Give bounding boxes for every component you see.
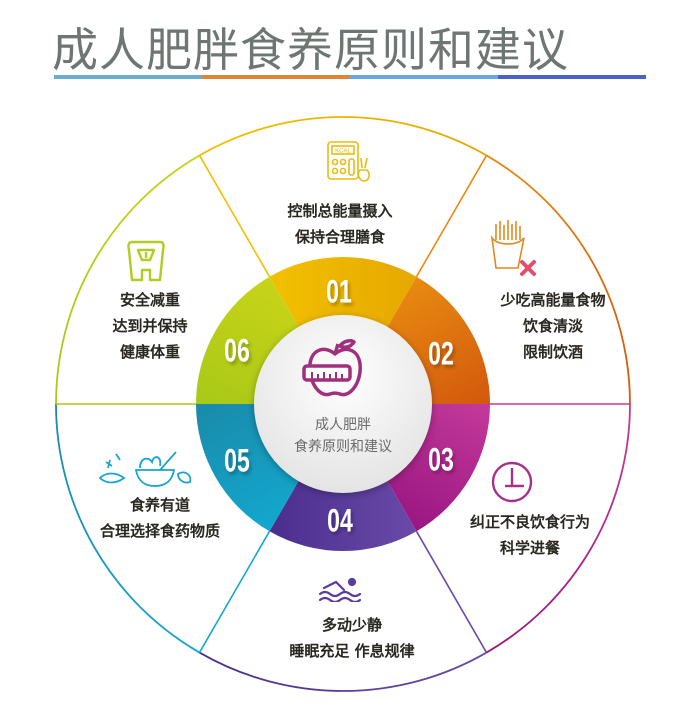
center-title-line1: 成人肥胖 (315, 417, 371, 433)
sector-03-line: 纠正不良饮食行为 (469, 513, 591, 531)
sector-06-line: 健康体重 (119, 343, 181, 361)
divider-line (198, 530, 271, 653)
title-underline-2 (202, 75, 350, 79)
no-fries-icon (490, 220, 536, 276)
calculator-kcal-icon: KCAL (327, 141, 370, 182)
sector-02-line: 饮食清淡 (522, 317, 584, 335)
apple-tape-measure-icon (302, 339, 362, 397)
sector-06-line: 达到并保持 (112, 317, 188, 335)
sector-number-06: 06 (224, 332, 250, 369)
sector-05-line: 食养有道 (129, 496, 191, 514)
center-title-line2: 食养原则和建议 (294, 439, 392, 455)
outer-arc-06 (55, 154, 200, 405)
outer-arc-03 (486, 403, 631, 654)
sector-number-01: 01 (326, 273, 352, 310)
sector-number-05: 05 (224, 442, 250, 479)
outer-arc-04 (199, 651, 487, 692)
outer-arc-01 (199, 116, 487, 157)
sector-05-text: 食养有道 合理选择食药物质 (100, 492, 220, 544)
sector-number-02: 02 (428, 335, 454, 372)
sector-01-line: 保持合理膳食 (294, 228, 386, 246)
sector-04-line: 睡眠充足 作息规律 (289, 642, 415, 660)
herbs-mortar-icon (98, 451, 192, 487)
sector-02-line: 少吃高能量食物 (500, 291, 606, 309)
outer-arc-05 (55, 403, 200, 654)
sector-number-04: 04 (327, 502, 353, 539)
sector-04-line: 多动少静 (321, 616, 383, 634)
sector-02-text: 少吃高能量食物 饮食清淡 限制饮酒 (500, 287, 605, 365)
title-underline-1 (54, 75, 202, 79)
svg-text:KCAL: KCAL (335, 149, 351, 155)
clock-icon (491, 461, 533, 503)
swimmer-icon (318, 577, 362, 602)
sector-01-line: 控制总能量摄入 (287, 202, 393, 220)
page-title: 成人肥胖食养原则和建议 (52, 23, 569, 77)
sector-06-line: 安全减重 (119, 291, 181, 309)
sector-number-03: 03 (428, 441, 454, 478)
sector-04-text: 多动少静 睡眠充足 作息规律 (289, 612, 414, 664)
sector-02-line: 限制饮酒 (522, 343, 584, 361)
sector-05-line: 合理选择食药物质 (99, 522, 221, 540)
sector-03-line: 科学进餐 (499, 539, 561, 557)
divider-line (415, 530, 488, 653)
center-circle (254, 315, 432, 493)
outer-arc-02 (486, 154, 631, 405)
divider-line (415, 155, 488, 278)
title-underline-4 (498, 75, 646, 79)
title-underline-3 (350, 75, 498, 79)
sector-01-text: 控制总能量摄入 保持合理膳食 (287, 198, 392, 250)
weight-scale-icon (127, 240, 165, 282)
sector-06-text: 安全减重 达到并保持 健康体重 (112, 287, 187, 365)
sector-03-text: 纠正不良饮食行为 科学进餐 (470, 509, 590, 561)
divider-line (198, 155, 271, 278)
